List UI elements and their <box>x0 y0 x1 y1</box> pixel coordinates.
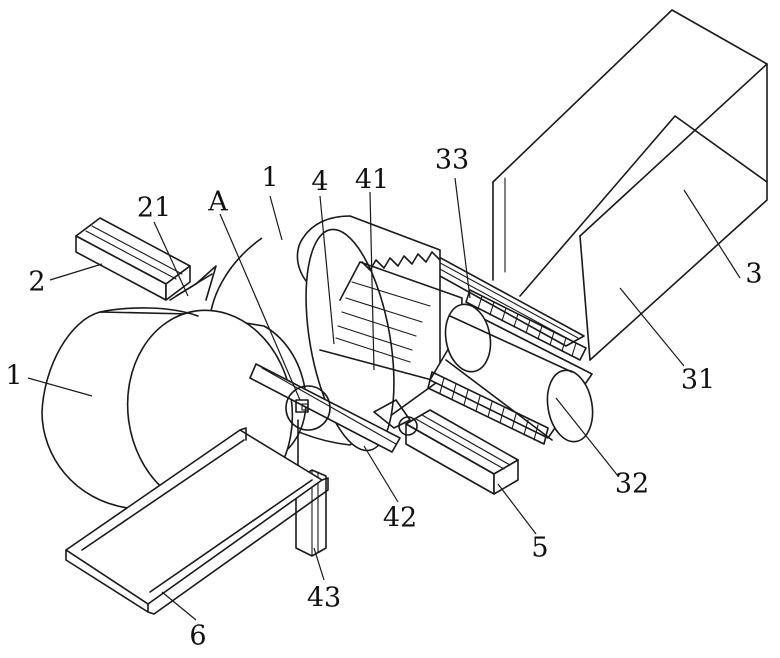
label-21: 21 <box>137 195 171 222</box>
label-4: 4 <box>311 169 328 196</box>
label-5: 5 <box>531 535 548 562</box>
label-31: 31 <box>681 367 715 394</box>
label-6: 6 <box>189 623 206 650</box>
label-41: 41 <box>355 167 389 194</box>
label-3: 3 <box>745 261 762 288</box>
hopper <box>493 10 767 360</box>
label-2: 2 <box>28 269 45 296</box>
label-43: 43 <box>307 585 341 612</box>
label-42: 42 <box>383 505 417 532</box>
label-32: 32 <box>615 471 649 498</box>
label-a: A <box>208 189 228 216</box>
label-33: 33 <box>435 147 469 174</box>
rail-2 <box>76 218 216 300</box>
label-1-left: 1 <box>5 363 22 390</box>
label-1-top: 1 <box>261 165 278 192</box>
